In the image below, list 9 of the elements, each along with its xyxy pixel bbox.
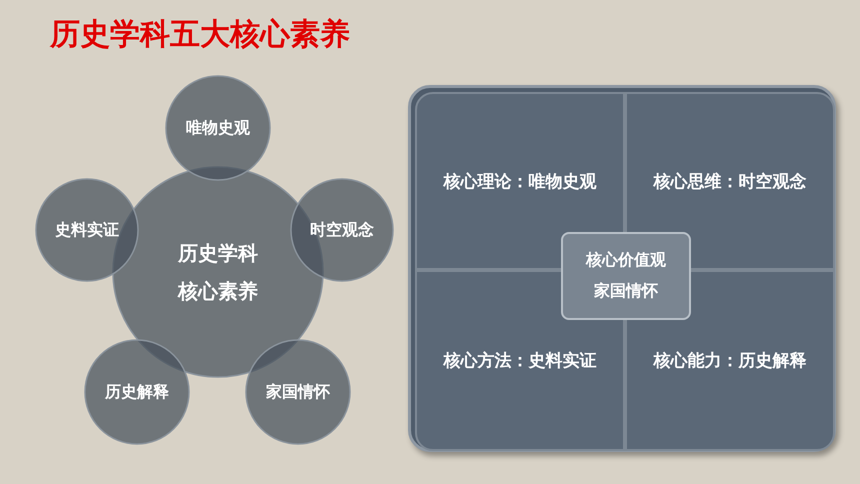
quadrant-panel <box>408 85 836 452</box>
value-box <box>561 232 691 320</box>
circle-label: 家国情怀 <box>265 380 331 403</box>
circle-label: 历史解释 <box>104 380 170 403</box>
circle-label: 唯物史观 <box>185 116 251 139</box>
circle-label: 史料实证 <box>54 218 120 241</box>
circle-label: 时空观念 <box>309 218 375 241</box>
title: 历史学科五大核心素养 <box>50 16 350 54</box>
circle-label: 历史学科核心素养 <box>176 240 259 305</box>
